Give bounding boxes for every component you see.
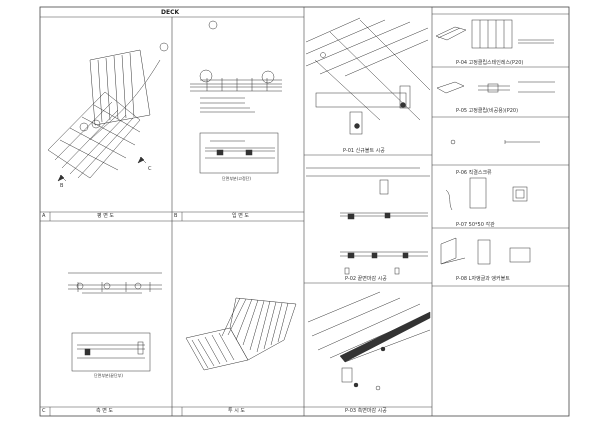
panel-c-caption: 측 면 도 <box>96 408 113 414</box>
p07-drawing <box>445 177 528 211</box>
panel-a-caption: 평 면 도 <box>97 213 114 219</box>
panel-b-detail-caption: 단면부분(고정단) <box>222 176 251 181</box>
p02-drawing <box>306 167 430 275</box>
perspective-drawing <box>185 297 297 371</box>
p03-drawing <box>307 291 431 391</box>
side-view-drawing <box>68 272 162 372</box>
plan-view-drawing <box>47 42 169 182</box>
plan-marker-c: C <box>148 166 152 172</box>
p04-caption: P-04 고정클립스테인레스(P20) <box>456 60 524 66</box>
sheet-border <box>39 6 570 417</box>
p08-caption: P-08 L자앵글과 앵커볼트 <box>456 276 510 282</box>
p05-drawing <box>436 81 555 94</box>
p07-caption: P-07 50*50 각관 <box>456 222 495 228</box>
p01-caption: P-01 신규볼트 시공 <box>343 148 385 154</box>
p04-drawing <box>435 19 554 49</box>
p06-caption: P-06 직결스크류 <box>456 170 492 176</box>
p06-drawing <box>450 139 540 145</box>
panel-a-letter: A <box>42 213 46 219</box>
p05-caption: P-05 고정클립(비공용)(P20) <box>456 108 519 114</box>
panel-c-letter: C <box>42 408 46 414</box>
p01-drawing <box>305 17 431 135</box>
panel-b-letter: B <box>174 213 178 219</box>
panel-b-caption: 입 면 도 <box>232 213 249 219</box>
plan-marker-b: B <box>60 183 64 189</box>
panel-c-detail-caption: 단면부분(끝단부) <box>94 373 123 378</box>
p02-caption: P-02 끝면마감 시공 <box>345 276 387 282</box>
elevation-drawing <box>190 20 282 174</box>
p03-caption: P-03 측면마감 시공 <box>345 408 387 414</box>
p08-drawing <box>440 237 531 265</box>
sheet-title: DECK <box>161 9 180 16</box>
panel-d-caption: 투 시 도 <box>228 408 245 414</box>
